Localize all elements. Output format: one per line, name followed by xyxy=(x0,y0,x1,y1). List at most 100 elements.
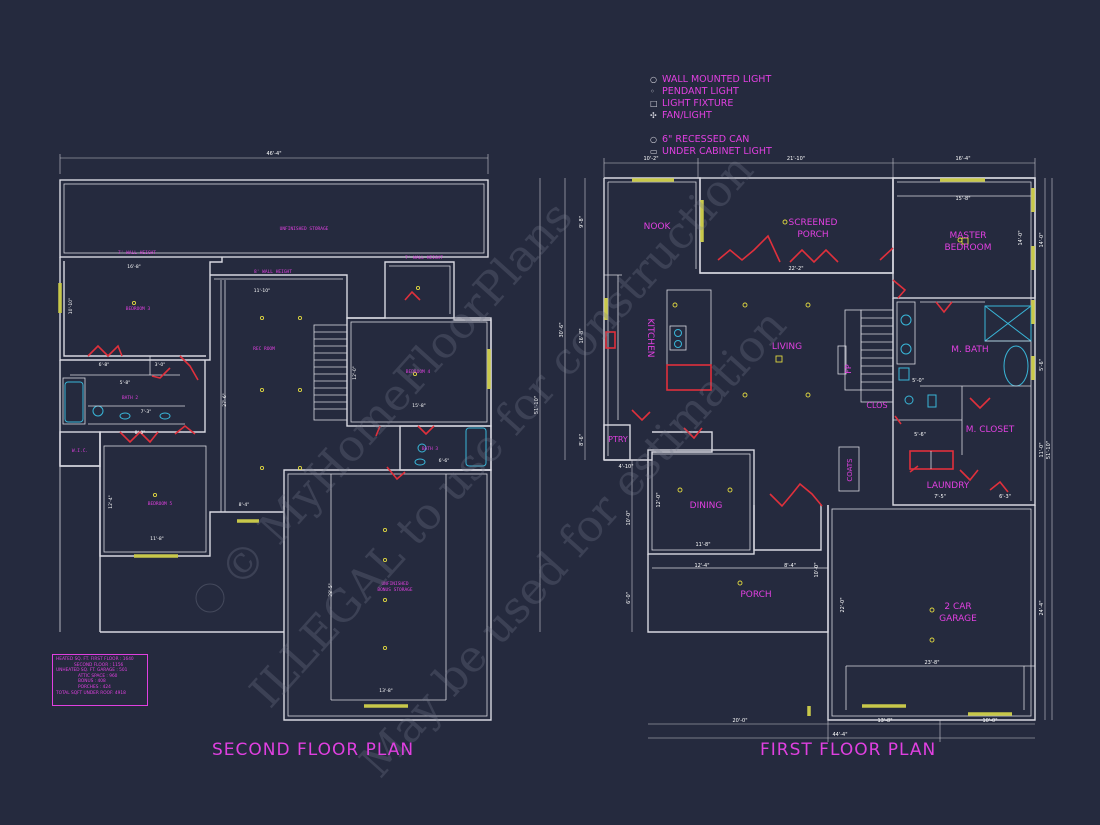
dim-hall: 8'-4" xyxy=(239,502,250,508)
dim-b5-depth: 12'-4" xyxy=(108,495,114,509)
lighting-legend: ○ WALL MOUNTED LIGHT ◦ PENDANT LIGHT □ LIGH… xyxy=(650,74,772,158)
room-label-wic: W.I.C. xyxy=(72,448,88,454)
legend-item: ○ 6" RECESSED CAN xyxy=(650,134,772,146)
legend-label: 6" RECESSED CAN xyxy=(662,134,750,145)
room-label-laundry: LAUNDRY xyxy=(927,481,970,491)
room-label-master-1: MASTER xyxy=(949,231,986,241)
stat-line: BONUS : 408 xyxy=(78,679,106,685)
dim-bath2-width: 7'-3" xyxy=(141,409,152,415)
under-cabinet-light-icon: ▭ xyxy=(650,147,658,156)
dim-left-a: 9'-8" xyxy=(579,216,585,228)
room-label-bedroom-4: BEDROOM 4 xyxy=(406,369,431,375)
dim-bath3-width: 6'-6" xyxy=(439,458,450,464)
dim-right-c: 11'-0" xyxy=(1039,442,1045,457)
label-wall-height-c: 7' WALL HEIGHT xyxy=(405,255,443,261)
second-floor-plan: 46'-4" xyxy=(58,151,492,721)
room-label-garage-1: 2 CAR xyxy=(944,602,971,612)
dim-right-a: 14'-0" xyxy=(1039,232,1045,247)
dim-left-d: 10'-0" xyxy=(626,510,632,525)
room-label-coats: COATS xyxy=(846,458,854,482)
dim-right-b: 5'-6" xyxy=(1039,359,1045,371)
stat-line: HEATED SQ. FT. FIRST FLOOR : 1640 xyxy=(56,657,134,662)
dim-clos-width: 5'-6" xyxy=(914,432,926,438)
room-label-unfinished-storage: UNFINISHED STORAGE xyxy=(280,226,329,232)
dim-closet-a: 6'-8" xyxy=(99,362,110,368)
room-label-bath-3: BATH 3 xyxy=(422,446,439,452)
second-floor-title: SECOND FLOOR PLAN xyxy=(212,740,415,760)
room-label-fp: FP xyxy=(844,364,853,374)
dim-overall-second: 46'-4" xyxy=(266,151,281,157)
room-label-kitchen: KITCHEN xyxy=(645,319,655,358)
legend-label: WALL MOUNTED LIGHT xyxy=(662,74,772,85)
room-label-pantry: PTRY xyxy=(608,435,628,444)
dim-right-overall: 51'-10" xyxy=(1046,441,1052,459)
dim-laundry-width: 7'-5" xyxy=(934,494,946,500)
dim-bottom-b: 13'-8" xyxy=(877,718,892,724)
dim-top-b: 21'-10" xyxy=(787,156,805,162)
dim-top-a: 10'-2" xyxy=(643,156,658,162)
dim-b3-width: 16'-8" xyxy=(127,264,141,270)
dim-rec-width: 11'-10" xyxy=(254,288,270,294)
light-fixture-icon: □ xyxy=(650,99,658,108)
dim-garage-width: 23'-8" xyxy=(924,660,939,666)
dim-master-width: 15'-8" xyxy=(955,196,970,202)
legend-item: ▭UNDER CABINET LIGHT xyxy=(650,146,772,158)
legend-item: ✣ FAN/LIGHT xyxy=(650,110,772,122)
label-wall-height-a: 7' WALL HEIGHT xyxy=(118,250,156,256)
first-floor-plan: 10'-2" 21'-10" 16'-4" 51'-10" 30'-6" 9'-… xyxy=(534,156,1053,742)
dim-b3-depth: 10'-10" xyxy=(68,298,74,314)
dim-b5-width: 11'-8" xyxy=(150,536,164,542)
legend-label: LIGHT FIXTURE xyxy=(662,98,734,109)
legend-item: ◦ PENDANT LIGHT xyxy=(650,86,772,98)
watermark: © MyHomeFloorPlans ILLEGAL to use for co… xyxy=(195,144,796,787)
room-label-screened-2: PORCH xyxy=(797,230,828,240)
legend-label: PENDANT LIGHT xyxy=(662,86,739,97)
dim-top-c: 16'-4" xyxy=(955,156,970,162)
dim-closet-b: 3'-0" xyxy=(155,362,166,368)
dim-overall-width: 44'-4" xyxy=(832,732,847,738)
dim-bonus-width: 13'-8" xyxy=(379,688,393,694)
dim-garage-depth: 22'-0" xyxy=(840,597,846,612)
dim-screened-width: 22'-2" xyxy=(788,266,803,272)
room-label-porch: PORCH xyxy=(740,590,771,600)
legend-label: FAN/LIGHT xyxy=(662,110,712,121)
wall-light-icon: ○ xyxy=(650,75,657,84)
room-label-clos: CLOS xyxy=(866,401,887,410)
dim-left-overall: 51'-10" xyxy=(534,396,540,414)
dim-pantry-width: 4'-10" xyxy=(618,464,633,470)
dim-mbath-width: 5'-0" xyxy=(912,378,924,384)
legend-item: □ LIGHT FIXTURE xyxy=(650,98,772,110)
room-label-screened-1: SCREENED xyxy=(789,218,838,228)
dim-rec-depth: 27'-6" xyxy=(222,393,228,407)
dim-bottom-a: 20'-0" xyxy=(732,718,747,724)
square-footage-table: HEATED SQ. FT. FIRST FLOOR : 1640 SECOND… xyxy=(52,654,148,706)
legend-item: ○ WALL MOUNTED LIGHT xyxy=(650,74,772,86)
dim-closet-c: 5'-8" xyxy=(120,380,131,386)
dim-dining-width: 11'-8" xyxy=(695,542,710,548)
stair-treads-first xyxy=(861,317,893,391)
fan-light-icon: ✣ xyxy=(650,111,657,120)
dim-porch-a: 12'-4" xyxy=(694,563,709,569)
stat-line: PORCHES : 424 xyxy=(78,684,111,690)
stat-line: TOTAL SQFT UNDER ROOF: 4918 xyxy=(56,690,126,696)
recessed-can-icon: ○ xyxy=(650,135,657,144)
room-label-living: LIVING xyxy=(772,342,802,352)
room-label-master-2: BEDROOM xyxy=(945,243,992,253)
room-label-bedroom-3: BEDROOM 3 xyxy=(126,306,151,312)
room-label-garage-2: GARAGE xyxy=(939,614,977,624)
dim-bonus-depth: 28'-5" xyxy=(328,583,334,597)
dim-left-b: 16'-8" xyxy=(579,328,585,343)
dim-bottom-c: 10'-0" xyxy=(982,718,997,724)
pendant-light-icon: ◦ xyxy=(650,87,655,96)
dim-b4-depth: 12'-0" xyxy=(352,366,358,380)
dim-mcloset-width: 6'-3" xyxy=(999,494,1011,500)
dim-kitchen-overall: 30'-6" xyxy=(559,322,565,337)
dim-garage-total: 24'-4" xyxy=(1039,600,1045,615)
dim-porch-b: 8'-4" xyxy=(784,563,796,569)
label-wall-height-b: 8' WALL HEIGHT xyxy=(254,269,292,275)
room-label-bonus-1: UNFINISHED xyxy=(381,581,408,587)
room-label-m-bath: M. BATH xyxy=(951,345,988,355)
dim-dining-depth: 12'-0" xyxy=(656,492,662,507)
room-label-bedroom-5: BEDROOM 5 xyxy=(148,501,173,507)
